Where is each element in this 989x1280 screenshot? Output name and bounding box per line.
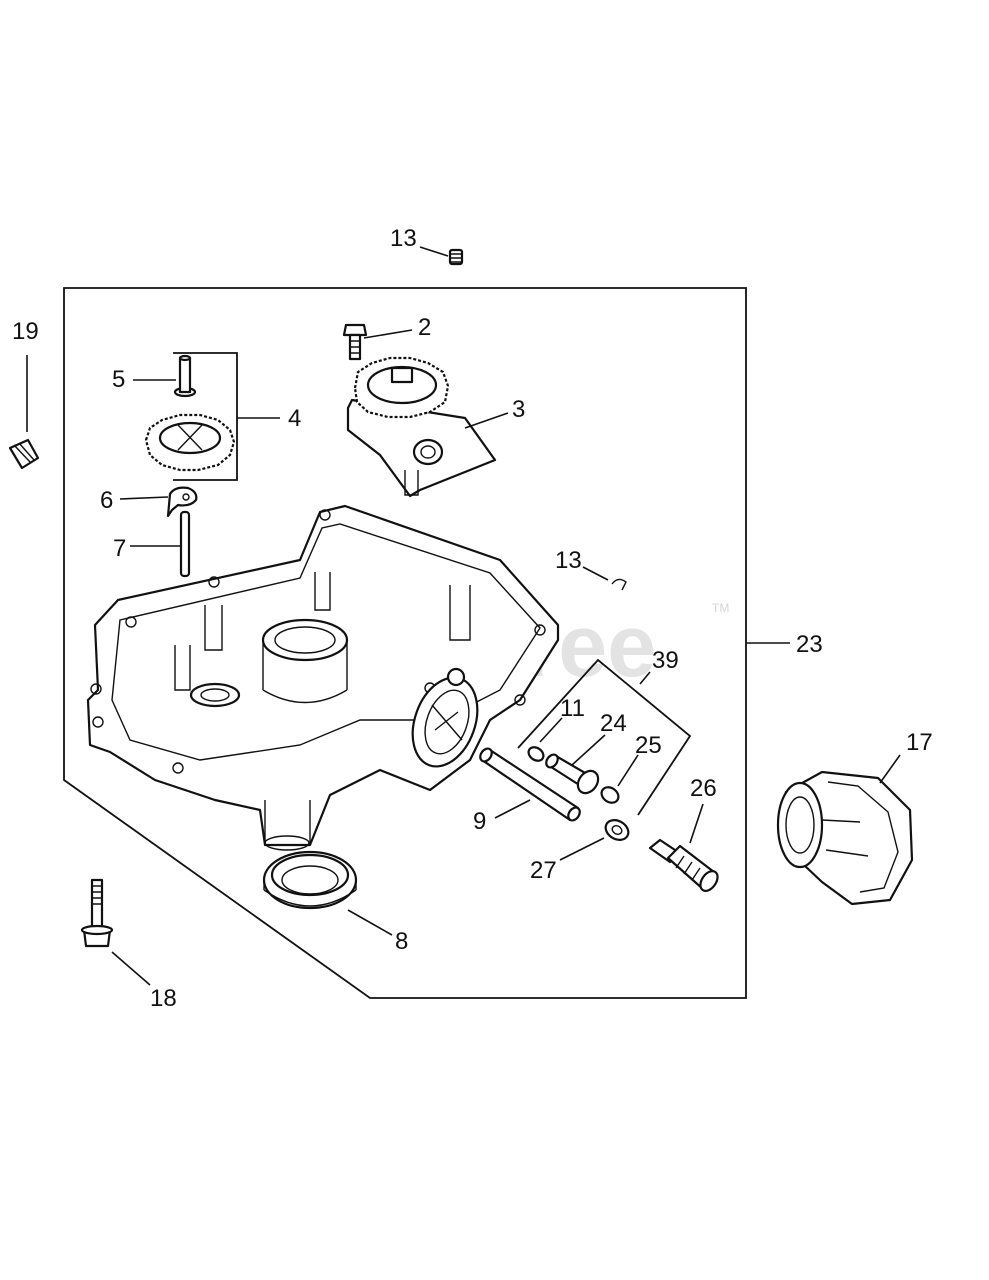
callout-2: 2	[418, 314, 431, 341]
callout-39: 39	[652, 647, 679, 674]
assembly-outline-box	[63, 287, 747, 999]
oil-filter-17	[776, 770, 914, 906]
clip-13-small	[611, 578, 627, 591]
callout-27: 27	[530, 857, 557, 884]
o-ring-11	[527, 746, 545, 762]
gear-kit-bracket	[173, 352, 238, 481]
tube-9	[479, 747, 581, 822]
callout-3: 3	[512, 396, 525, 423]
gear-4	[144, 413, 236, 472]
callout-7: 7	[113, 535, 126, 562]
plug-13-top	[448, 248, 464, 266]
valve-kit-bracket	[517, 658, 692, 816]
washer-27	[604, 819, 630, 841]
bolt-2	[342, 323, 368, 361]
plug-19	[8, 438, 40, 470]
callout-13-clip: 13	[555, 547, 582, 574]
leader-lines	[26, 246, 901, 986]
callout-17: 17	[906, 729, 933, 756]
callout-6: 6	[100, 487, 113, 514]
callout-13-top: 13	[390, 225, 417, 252]
callout-19: 19	[12, 318, 39, 345]
oil-pan-sump	[86, 504, 560, 851]
watermark-trademark: TM	[712, 601, 729, 615]
bolt-18	[80, 878, 114, 948]
shaft-7	[179, 510, 191, 578]
fitting-26	[648, 838, 719, 892]
callout-23: 23	[796, 631, 823, 658]
callout-8: 8	[395, 928, 408, 955]
callout-4: 4	[288, 405, 301, 432]
valve-24	[545, 753, 600, 795]
callout-11: 11	[560, 695, 585, 722]
callout-26: 26	[690, 775, 717, 802]
pin-5	[173, 354, 197, 398]
callout-25: 25	[635, 732, 662, 759]
governor-assembly-3	[346, 356, 497, 498]
callout-9: 9	[473, 808, 486, 835]
callout-24: 24	[600, 710, 627, 737]
callout-5: 5	[112, 366, 125, 393]
o-ring-25	[600, 786, 620, 804]
clip-6	[166, 486, 198, 518]
oil-seal-8	[262, 850, 358, 910]
callout-labels: 13 2 19 5 4 3 6 7 13 23 39 11 24 25 17 2…	[12, 225, 933, 1012]
callout-18: 18	[150, 985, 177, 1012]
